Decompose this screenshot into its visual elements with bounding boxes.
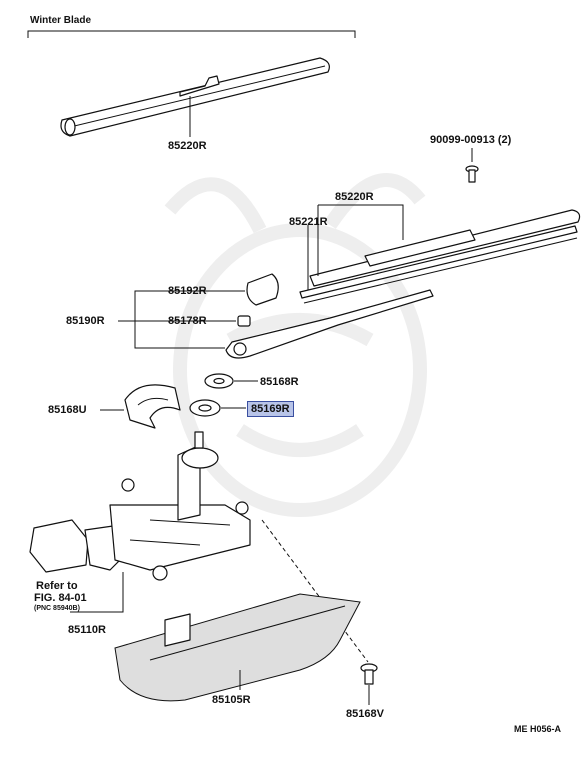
callout-85220R: 85220R <box>335 191 374 203</box>
callout-90099-00913: 90099-00913 (2) <box>430 134 512 146</box>
bracket-85190R <box>118 290 245 349</box>
callout-85168U: 85168U <box>48 404 87 416</box>
wiper-blade-part <box>299 209 581 304</box>
callout-85168V: 85168V <box>346 708 384 720</box>
washer-85169R-part <box>189 399 221 417</box>
dashed-mount-line <box>261 519 369 663</box>
screw-85168V-part <box>360 663 378 685</box>
reference-line-3: (PNC 85940B) <box>34 605 80 612</box>
cap-85192R-part <box>246 273 279 306</box>
callout-85110R: 85110R <box>68 624 106 636</box>
callout-85169R-highlighted[interactable]: 85169R <box>247 401 294 417</box>
winter-blade-bracket <box>27 30 356 38</box>
callout-85220R-top: 85220R <box>168 140 207 152</box>
reference-line-1: Refer to <box>36 580 78 592</box>
cover-85105R-part <box>114 593 361 702</box>
wiper-arm-part <box>225 289 434 359</box>
callout-85221R: 85221R <box>289 216 328 228</box>
bracket-85220R-85221R <box>307 204 404 290</box>
nut-85178R-part <box>237 315 251 327</box>
motor-85110R-part <box>29 431 251 581</box>
watermark-emblem <box>164 173 427 517</box>
callout-85168R: 85168R <box>260 376 299 388</box>
reference-line-2: FIG. 84-01 <box>34 592 87 604</box>
bolt-90099-part <box>465 165 479 183</box>
bracket-85110R <box>70 572 124 613</box>
header-label: Winter Blade <box>30 15 92 26</box>
callout-85192R: 85192R <box>168 285 207 297</box>
callout-85105R: 85105R <box>212 694 251 706</box>
cover-85168U-part <box>124 384 181 429</box>
winter-blade-part <box>60 57 330 137</box>
callout-85178R: 85178R <box>168 315 207 327</box>
washer-85168R-part <box>204 373 234 389</box>
callout-85190R: 85190R <box>66 315 105 327</box>
drawing-code: ME H056-A <box>514 724 562 734</box>
